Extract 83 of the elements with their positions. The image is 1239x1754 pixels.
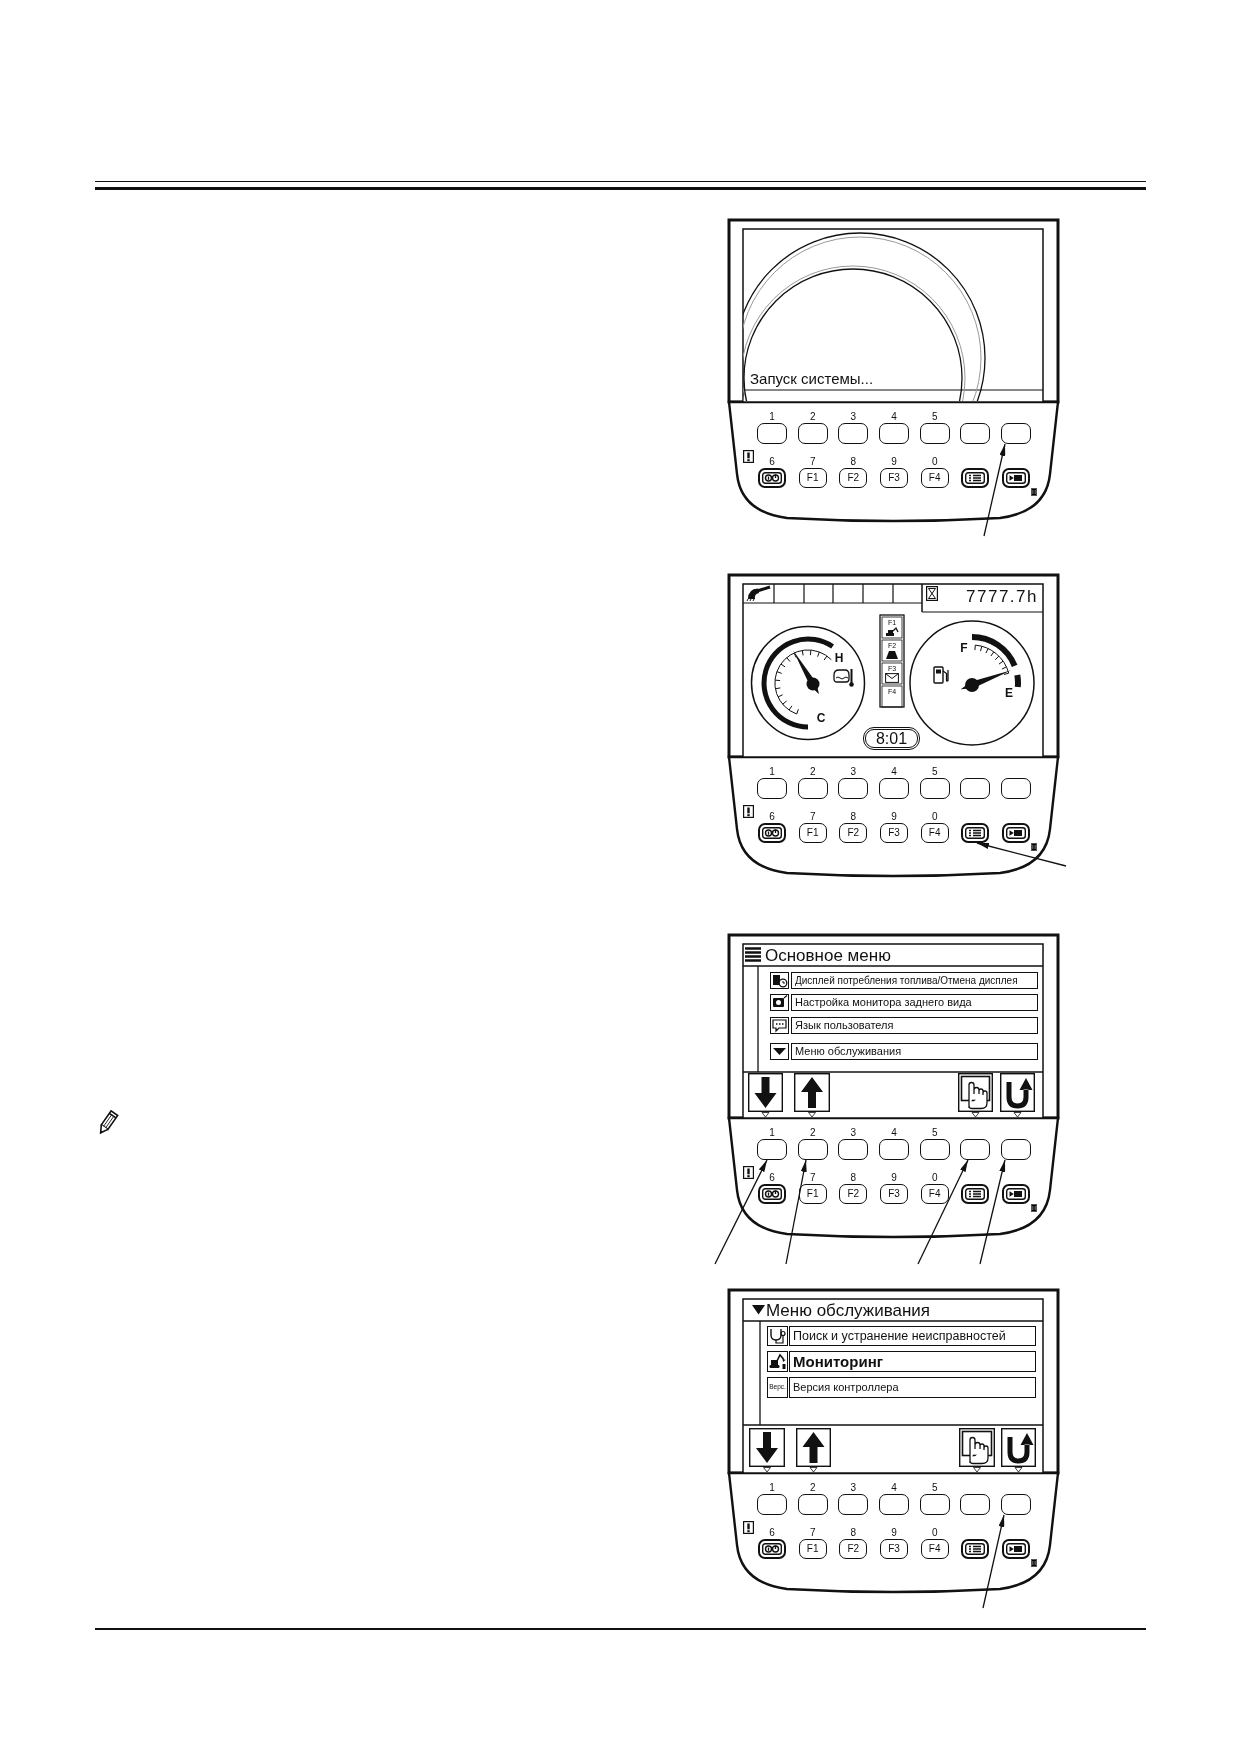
hour-meter: 7777.7h [966, 587, 1038, 605]
keypad-button: F4 [920, 823, 949, 843]
keypad-button: F4 [920, 1539, 949, 1559]
menu-title: Меню обслуживания [766, 1301, 931, 1319]
keypad-button: F2 [839, 1539, 868, 1559]
key-number: 4 [891, 412, 897, 422]
key-number: 2 [809, 1128, 816, 1138]
key-number: 8 [850, 457, 857, 467]
keypad-button [1001, 1494, 1031, 1515]
keypad-button: F3 [880, 468, 908, 488]
key-number: 4 [891, 1128, 897, 1138]
gauge-label: F [960, 642, 968, 654]
menu-title: Основное меню [765, 946, 891, 964]
key-number: 8 [850, 812, 857, 822]
keypad-button [1001, 1139, 1031, 1160]
leader-arrow [917, 1159, 969, 1265]
key-number: 9 [891, 812, 897, 822]
key-number: 8 [850, 1528, 857, 1538]
key-number: 1 [769, 767, 775, 777]
leader-arrow [983, 443, 1006, 537]
key-number: 0 [931, 812, 938, 822]
key-number: 5 [931, 1128, 938, 1138]
key-number: 1 [769, 412, 775, 422]
key-number: 3 [850, 1483, 857, 1493]
key-number: 3 [850, 767, 857, 777]
key-number: 6 [769, 1173, 775, 1183]
keypad-button: F3 [880, 823, 908, 843]
key-number: 8 [850, 1173, 857, 1183]
key-number: 7 [809, 1528, 816, 1538]
menu-item: Язык пользователя [791, 1017, 1038, 1034]
keypad-button: F1 [798, 1539, 827, 1559]
key-number: 0 [931, 1528, 938, 1538]
menu-item: Меню обслуживания [791, 1043, 1038, 1060]
leader-arrow [785, 1159, 807, 1265]
key-number: 5 [931, 412, 938, 422]
key-number: 0 [931, 1173, 938, 1183]
keypad-button: F4 [920, 1184, 949, 1204]
key-number: 3 [850, 1128, 857, 1138]
keypad-button: F3 [880, 1539, 908, 1559]
keypad-button: F4 [920, 468, 949, 488]
keypad-button: F2 [839, 1184, 868, 1204]
key-number: 2 [809, 1483, 816, 1493]
menu-item: Версия контроллера [789, 1377, 1036, 1398]
keypad-button [1001, 423, 1031, 444]
leader-arrow [976, 842, 1067, 867]
leader-arrow [714, 1159, 768, 1265]
key-number: 2 [809, 412, 816, 422]
key-number: 9 [891, 457, 897, 467]
key-number: 1 [769, 1128, 775, 1138]
key-number: 4 [891, 767, 897, 777]
key-number: 1 [769, 1483, 775, 1493]
keypad-button: F3 [880, 1184, 908, 1204]
key-number: 4 [891, 1483, 897, 1493]
key-number: 6 [769, 457, 775, 467]
keypad-button [960, 1139, 991, 1160]
key-number: 5 [931, 1483, 938, 1493]
key-number: 7 [809, 812, 816, 822]
key-number: 7 [809, 457, 816, 467]
keypad-button: F2 [839, 823, 868, 843]
menu-item: Мониторинг [789, 1351, 1036, 1372]
key-number: 9 [891, 1173, 897, 1183]
clock-display: 8:01 [863, 727, 920, 750]
key-number: 5 [931, 767, 938, 777]
status-message: Запуск системы... [750, 370, 874, 386]
keypad-button: F1 [798, 823, 827, 843]
key-number: 7 [809, 1173, 816, 1183]
leader-arrow [979, 1159, 1006, 1265]
key-number: 3 [850, 412, 857, 422]
gauge-label: E [1005, 687, 1013, 699]
menu-item: Поиск и устранение неисправностей [789, 1326, 1036, 1346]
menu-item: Дисплей потребления топлива/Отмена дисплея [791, 972, 1038, 989]
key-number: 9 [891, 1528, 897, 1538]
keypad-button [757, 1139, 787, 1160]
menu-item: Настройка монитора заднего вида [791, 994, 1038, 1011]
keypad-button: F1 [798, 468, 827, 488]
keypad-button: F2 [839, 468, 868, 488]
key-number: 6 [769, 1528, 775, 1538]
leader-arrow [982, 1514, 1005, 1609]
key-number: 0 [931, 457, 938, 467]
key-number: 6 [769, 812, 775, 822]
gauge-label: H [834, 652, 844, 664]
gauge-label: C [816, 712, 826, 724]
key-number: 2 [809, 767, 816, 777]
